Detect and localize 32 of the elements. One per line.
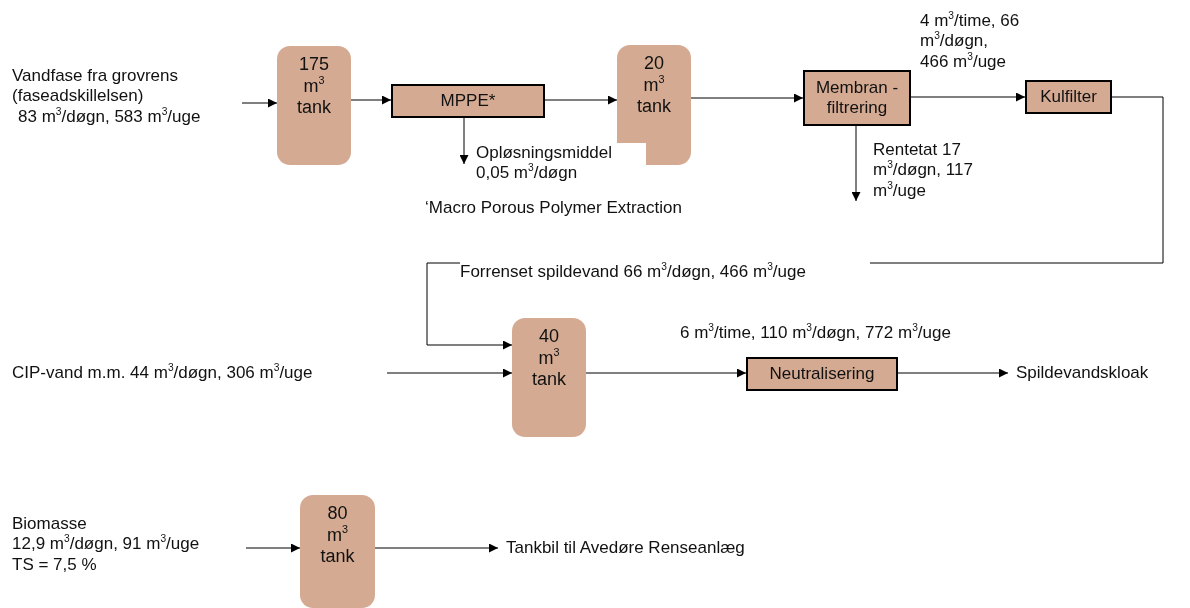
tank-box: 40 m$^{3}$ tank [512,318,586,437]
flow-text: 83 m$^{3}$/døgn, 583 m$^{3}$/uge [17,106,202,128]
process-box: Neutralisering [746,357,898,391]
arrow [459,117,469,165]
flow-text: TS = 7,5 % [12,554,98,576]
flow-text: 12,9 m$^{3}$/døgn, 91 m$^{3}$/uge [12,534,201,555]
edge-label: Forrenset spildevand 66 m$^{3}$/døgn, 466 m$^{3}$/uge [460,262,870,283]
arrow [544,95,618,105]
arrow [386,368,513,378]
process-box: Membran -filtrering [803,70,911,126]
tank-box: 80 m$^{3}$ tank [300,495,375,608]
arrow [690,93,804,103]
arrow [374,543,499,553]
arrow [851,125,861,202]
tank-box: 175 m$^{3}$ tank [277,46,351,165]
arrow [910,92,1026,102]
arrow [897,368,1009,378]
arrow [245,543,301,553]
edge-label: 4 m$^{3}$/time, 66 m$^{3}$/døgn, 466 m$^{3}$/uge [920,11,1020,73]
tank-box: 20 m$^{3}$ tank [617,45,691,165]
footnote-text: ‘Macro Porous Polymer Extraction [425,198,682,219]
edge-label: Opløsningsmiddel 0,05 m$^{3}$/døgn [476,143,646,184]
arrow [241,98,278,108]
flow-text: Biomasse [12,514,88,534]
flow-text: Spildevandskloak [1016,363,1188,385]
arrow [585,368,747,378]
flow-text: CIP-vand m.m. 44 m$^{3}$/døgn, 306 m$^{3}$/uge [12,363,377,385]
flow-text: Vandfase fra grovrens (faseadskillelsen) [12,66,179,107]
process-box: MPPE* [391,84,545,118]
process-box: Kulfilter [1025,80,1112,114]
arrow [350,95,392,105]
flow-text: Tankbil til Avedøre Renseanlæg [506,538,796,560]
